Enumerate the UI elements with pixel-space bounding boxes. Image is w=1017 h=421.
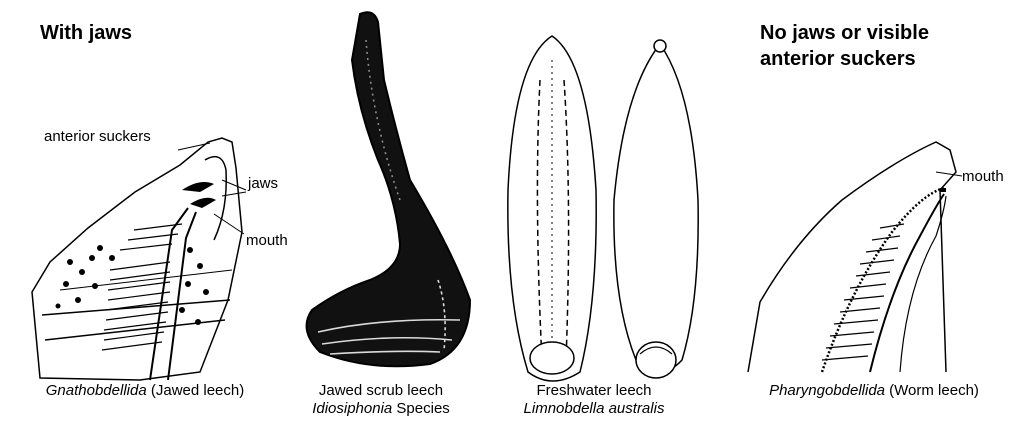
caption-fresh-italic: Limnobdella australis xyxy=(524,400,665,417)
heading-no-jaws-line2: anterior suckers xyxy=(760,48,916,70)
caption-fresh-line2: Limnobdella australis xyxy=(504,400,684,418)
caption-gnathobdellida: Gnathobdellida (Jawed leech) xyxy=(8,382,282,400)
freshwater-leech-left xyxy=(508,36,596,381)
worm-leech-gut-stripes xyxy=(822,224,904,360)
freshwater-leech-right xyxy=(614,40,698,378)
label-anterior-suckers: anterior suckers xyxy=(44,128,151,145)
caption-fresh-line1: Freshwater leech xyxy=(504,382,684,400)
scrub-leech-illustration xyxy=(307,12,470,366)
label-mouth-left: mouth xyxy=(246,232,288,249)
caption-pharyngobdellida-italic: Pharyngobdellida xyxy=(769,382,885,399)
worm-leech-illustration xyxy=(748,142,962,372)
heading-no-jaws-line1: No jaws or visible xyxy=(760,22,929,44)
caption-scrub-italic: Idiosiphonia xyxy=(312,400,392,417)
caption-scrub-rest: Species xyxy=(392,400,450,417)
jawed-leech-illustration xyxy=(32,138,246,380)
caption-scrub-line2: Idiosiphonia Species xyxy=(296,400,466,418)
caption-freshwater-leech: Freshwater leech Limnobdella australis xyxy=(504,382,684,418)
heading-with-jaws: With jaws xyxy=(40,22,132,44)
caption-pharyngobdellida: Pharyngobdellida (Worm leech) xyxy=(734,382,1014,400)
caption-gnathobdellida-italic: Gnathobdellida xyxy=(46,382,147,399)
caption-pharyngobdellida-rest: (Worm leech) xyxy=(885,382,979,399)
caption-gnathobdellida-rest: (Jawed leech) xyxy=(147,382,245,399)
caption-scrub-leech: Jawed scrub leech Idiosiphonia Species xyxy=(296,382,466,418)
label-jaws: jaws xyxy=(248,175,278,192)
caption-scrub-line1: Jawed scrub leech xyxy=(296,382,466,400)
label-mouth-right: mouth xyxy=(962,168,1004,185)
